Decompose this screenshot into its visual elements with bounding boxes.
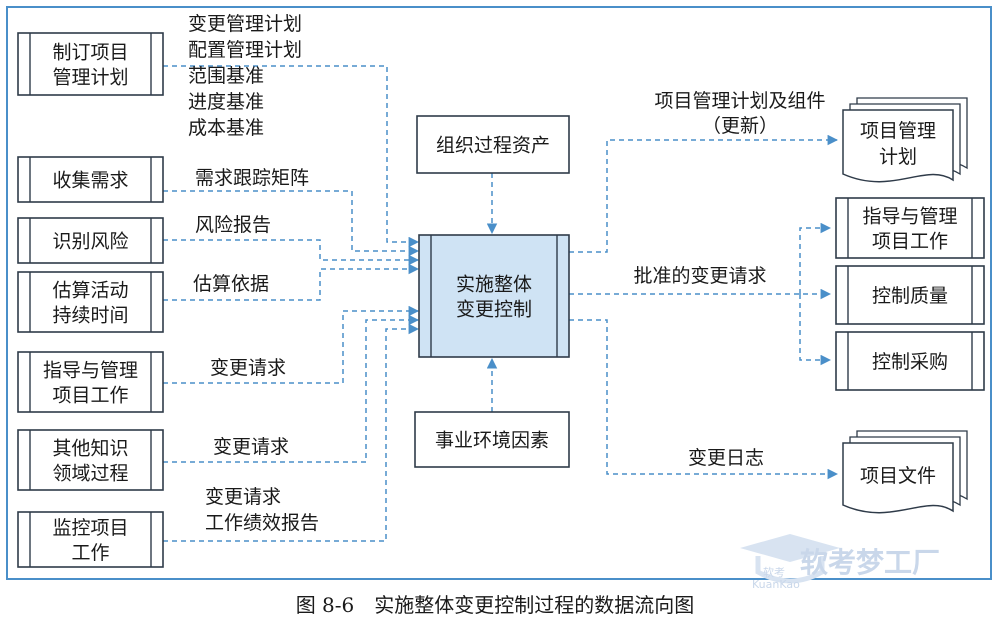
watermark-sub: KuanKao [752,578,800,591]
watermark-cap-base [755,556,825,584]
figure-caption: 图 8-6 实施整体变更控制过程的数据流向图 [296,593,695,617]
input-box-2-border [17,156,164,203]
input-box-6-border [17,429,164,491]
output-box-2-border [835,265,985,325]
center-process-box-label-line-2: 变更控制 [456,299,532,321]
input-box-7-label-line-1: 监控项目 [52,517,128,539]
input-box-2: 收集需求 [17,156,164,203]
plan-document-stack-label-line-1: 项目管理 [860,120,936,142]
input-flow-label-1-2: 配置管理计划 [188,39,302,61]
output-box-3: 控制采购 [835,331,985,391]
flow-edge-3 [163,239,420,266]
approved-change-label-1: 批准的变更请求 [633,265,766,287]
input-flow-label-5-1: 变更请求 [210,357,286,379]
input-flow-label-4-1: 估算依据 [193,273,269,295]
input-box-5-border [17,351,164,413]
flow-edge-approved-up [799,222,832,294]
flow-edge-log [569,319,839,480]
output-box-3-label-line-1: 控制采购 [872,351,948,373]
watermark-cap-icon [740,534,840,562]
flow-edge-plan [569,134,839,253]
enterprise-factors-box: 事业环境因素 [414,411,570,468]
plan-document-stack-page-1 [842,109,954,183]
log-document-stack-label-line-1: 项目文件 [860,465,936,487]
input-box-6-label-line-2: 领域过程 [52,463,128,485]
input-box-4-label-line-1: 估算活动 [52,280,128,302]
input-flow-label-1-3: 范围基准 [188,65,264,87]
flow-edge-5 [163,305,420,384]
enterprise-factors-box-label-line-1: 事业环境因素 [435,430,549,452]
output-box-2: 控制质量 [835,265,985,325]
input-box-5-label-line-2: 项目工作 [52,385,128,407]
plan-document-stack-label-line-2: 计划 [879,146,917,168]
input-box-1-label-line-2: 管理计划 [52,67,128,89]
input-flow-label-7-2: 工作绩效报告 [205,512,319,534]
flow-edge-2 [163,190,420,257]
plan-document-stack: 项目管理计划 [842,97,968,183]
input-box-1-border [17,32,164,96]
input-flow-label-1-1: 变更管理计划 [188,13,302,35]
input-flow-label-1-5: 成本基准 [188,117,264,139]
org-assets-box-border [416,115,570,174]
input-box-4-label-line-2: 持续时间 [52,305,128,327]
org-assets-box: 组织过程资产 [416,115,570,174]
plan-flow-label-2: （更新） [702,115,778,137]
input-box-2-label-line-1: 收集需求 [52,170,128,192]
output-box-2-label-line-1: 控制质量 [872,285,948,307]
input-box-7-border [17,511,164,568]
input-box-5-label-line-1: 指导与管理 [43,360,138,382]
center-process-box-border [418,234,570,358]
org-assets-box-label-line-1: 组织过程资产 [436,135,550,157]
input-flow-label-1-4: 进度基准 [188,91,264,113]
log-document-stack: 项目文件 [842,430,968,514]
log-document-stack-page-1 [842,442,954,514]
plan-flow-label-1: 项目管理计划及组件 [654,90,825,112]
center-process-box-label-line-1: 实施整体 [456,274,532,296]
input-flow-label-3-1: 风险报告 [195,214,271,236]
input-box-1-label-line-1: 制订项目 [52,42,128,64]
input-box-7-label-line-2: 工作 [71,542,109,564]
watermark-text: 软考梦工厂 [800,546,940,579]
flow-edge-approved-down [799,294,832,366]
watermark-small-text: 软考 [763,565,785,579]
input-box-3-label-line-1: 识别风险 [52,231,128,253]
input-box-3-border [17,217,164,264]
flow-edge-6 [163,314,420,463]
input-flow-label-6-1: 变更请求 [213,436,289,458]
input-flow-label-2-1: 需求跟踪矩阵 [195,167,309,189]
output-box-1-border [835,197,985,259]
log-flow-label-1: 变更日志 [688,447,764,469]
input-box-3: 识别风险 [17,217,164,264]
output-box-1-label-line-2: 项目工作 [872,231,948,253]
input-box-4-border [17,271,164,333]
flow-edge-4 [163,263,420,301]
output-box-1-label-line-1: 指导与管理 [862,206,957,228]
enterprise-factors-box-border [414,411,570,468]
flow-edge-1 [163,65,420,248]
center-process-box: 实施整体变更控制 [418,234,570,358]
output-box-3-border [835,331,985,391]
flow-edge-7 [163,323,420,542]
input-box-6-label-line-1: 其他知识 [52,438,128,460]
input-flow-label-7-1: 变更请求 [205,486,281,508]
